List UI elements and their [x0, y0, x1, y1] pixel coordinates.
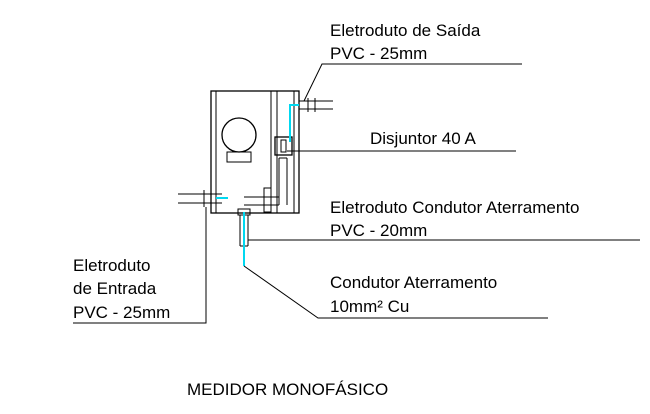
grounding-conduit-label: Eletroduto Condutor Aterramento	[330, 198, 579, 217]
breaker-icon	[274, 136, 293, 156]
internal-conduit	[278, 157, 288, 205]
ground-conductor-spec: 10mm² Cu	[330, 297, 409, 316]
grounding-conduit-spec: PVC - 20mm	[330, 221, 427, 240]
inlet-conduit-label-2: de Entrada	[73, 279, 157, 298]
meter-box	[210, 90, 300, 214]
leader-lines	[73, 63, 640, 324]
ground-conductor-label: Condutor Aterramento	[330, 273, 497, 292]
outlet-conduit-spec: PVC - 25mm	[330, 44, 427, 63]
inlet-conduit	[178, 190, 222, 207]
outlet-conduit	[299, 98, 333, 112]
inlet-conduit-label-1: Eletroduto	[73, 256, 151, 275]
meter-dial-icon	[221, 117, 257, 163]
breaker-label: Disjuntor 40 A	[370, 129, 476, 148]
diagram-caption: MEDIDOR MONOFÁSICO	[187, 380, 388, 399]
inlet-conduit-spec: PVC - 25mm	[73, 303, 170, 322]
conductor-wires	[216, 104, 299, 266]
bottom-fitting	[244, 187, 279, 213]
outlet-conduit-label: Eletroduto de Saída	[330, 21, 481, 40]
grounding-conduit	[237, 208, 251, 247]
